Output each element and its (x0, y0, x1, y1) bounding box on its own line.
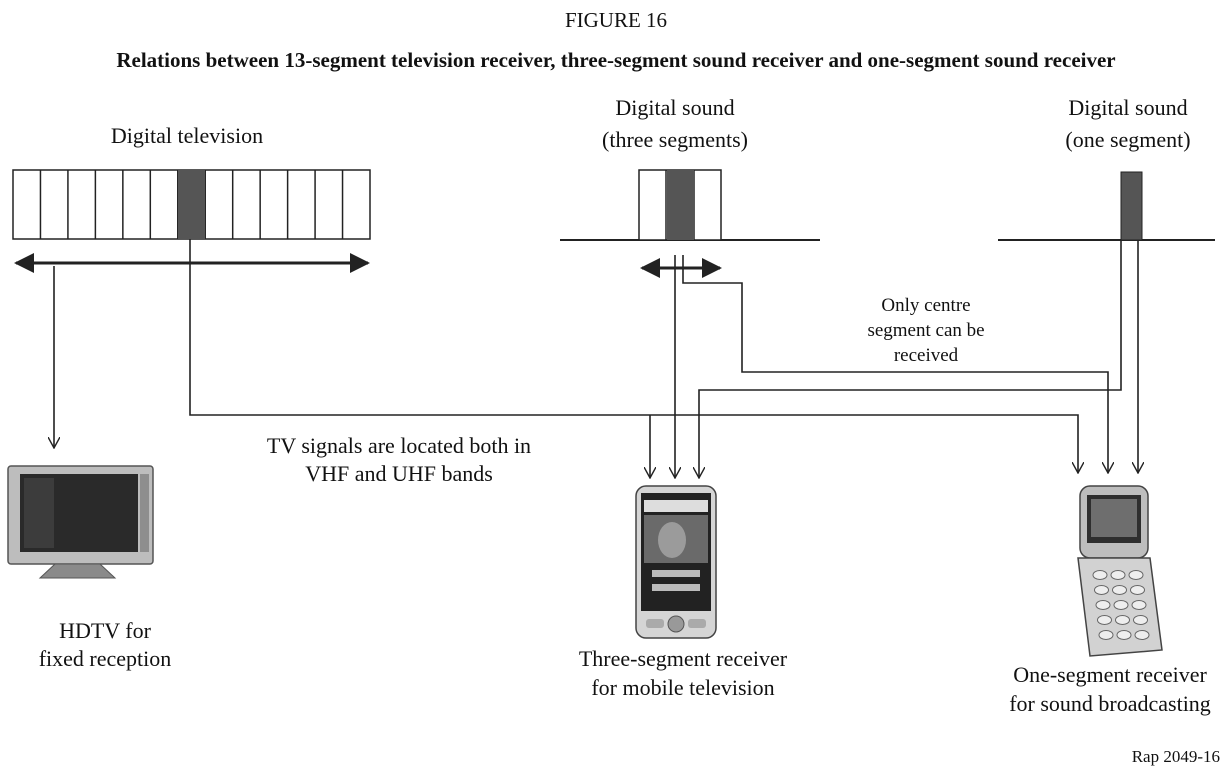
one-seg-spectrum-label-1: Digital sound (1068, 95, 1188, 120)
phone-key (1112, 585, 1127, 595)
phone-key (1133, 615, 1148, 625)
three-seg-receiver-caption-1: Three-segment receiver (578, 646, 788, 671)
digital-tv-centre-segment (178, 170, 205, 239)
phone-key (1110, 570, 1126, 580)
phone-keypad (1092, 570, 1150, 640)
hdtv-caption-2: fixed reception (38, 646, 172, 671)
digital-tv-label: Digital television (110, 123, 264, 148)
digital-tv-spectrum (12, 169, 371, 240)
phone-key (1134, 630, 1150, 640)
report-reference: Rap 2049-16 (1131, 747, 1220, 766)
tv-bands-note-1: TV signals are located both in (266, 433, 532, 458)
phone-key (1094, 585, 1109, 595)
figure-number: FIGURE 16 (564, 8, 668, 32)
three-seg-spectrum (560, 169, 820, 241)
phone-key (1131, 600, 1147, 610)
figure-title: Relations between 13-segment television … (116, 48, 1116, 72)
centre-segment-note-3: received (893, 345, 959, 366)
hdtv-icon (7, 465, 154, 579)
three-seg-receiver-caption-2: for mobile television (591, 675, 775, 700)
phone-key (1130, 585, 1145, 595)
hdtv-caption-1: HDTV for (59, 618, 151, 643)
one-seg-receiver-caption-2: for sound broadcasting (1009, 691, 1211, 716)
one-seg-spectrum-label-2: (one segment) (1065, 127, 1191, 152)
one-seg-to-mobile-arrow (699, 240, 1122, 478)
phone-key (1128, 570, 1144, 580)
three-seg-spectrum-label-1: Digital sound (615, 95, 735, 120)
tv-centre-to-one-seg-arrow (189, 239, 1078, 473)
tv-bands-note-2: VHF and UHF bands (305, 461, 493, 486)
centre-segment-note-2: segment can be (867, 320, 985, 341)
phone-key (1113, 600, 1129, 610)
three-seg-spectrum-label-2: (three segments) (602, 127, 748, 152)
phone-key (1115, 615, 1130, 625)
phone-key (1092, 570, 1108, 580)
phone-key (1098, 630, 1114, 640)
digital-tv-segment-dividers (39, 170, 344, 239)
centre-segment-note-1: Only centre (881, 295, 971, 316)
phone-key (1095, 600, 1111, 610)
three-seg-centre-segment (667, 170, 694, 240)
flip-phone-icon (1077, 485, 1163, 657)
one-seg-receiver-caption-1: One-segment receiver (1013, 662, 1207, 687)
one-seg-centre-segment (1120, 171, 1143, 241)
one-seg-spectrum (998, 171, 1215, 241)
phone-key (1097, 615, 1112, 625)
phone-key (1116, 630, 1132, 640)
mobile-tv-icon (635, 485, 717, 639)
three-seg-centre-to-one-seg-arrow (682, 255, 1108, 473)
